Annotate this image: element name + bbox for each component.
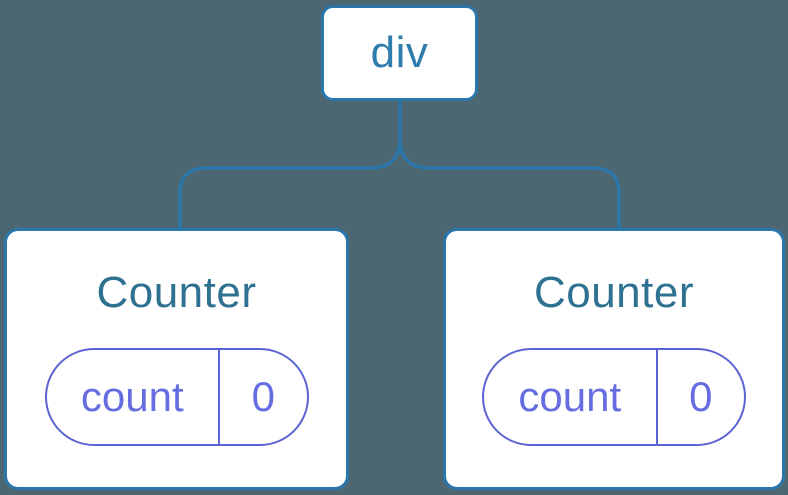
state-value: 0 — [251, 373, 275, 420]
state-value: 0 — [689, 373, 713, 420]
root-node-div: div — [321, 5, 478, 101]
state-pill-divider — [655, 350, 658, 444]
connector-right-branch — [398, 101, 621, 228]
state-pill: count 0 — [44, 348, 309, 446]
state-key-label: count — [80, 373, 184, 420]
state-pill: count 0 — [482, 348, 746, 446]
connector-left-branch — [178, 101, 402, 228]
state-pill-divider — [218, 350, 221, 444]
state-key-label: count — [518, 373, 622, 420]
component-title: Counter — [96, 268, 257, 317]
component-title: Counter — [533, 268, 695, 317]
counter-card-left: Counter count 0 — [4, 228, 349, 490]
root-node-label: div — [370, 28, 429, 77]
counter-card-right: Counter count 0 — [443, 228, 785, 490]
